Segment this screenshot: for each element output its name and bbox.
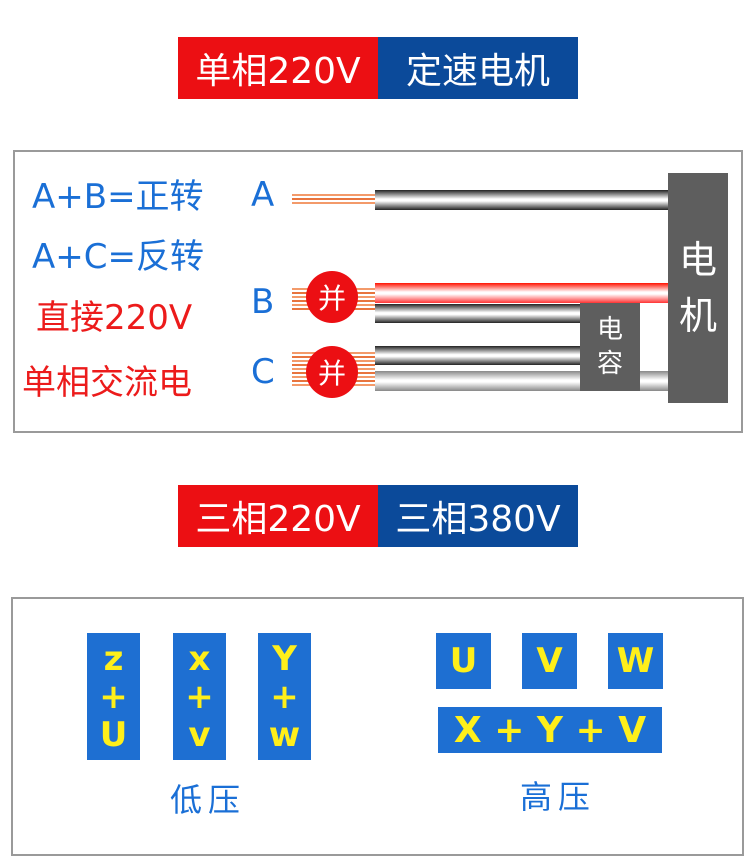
capacitor-char-2: 容	[596, 349, 623, 379]
terminal-label: w	[268, 714, 301, 755]
single-phase-panel	[13, 150, 743, 433]
high-voltage-terminal-w: W	[608, 633, 663, 689]
high-voltage-label: 高压	[520, 778, 597, 816]
plus-sign: +	[185, 676, 214, 717]
motor-box: 电 机	[668, 173, 728, 403]
parallel-mark-b: 并	[306, 271, 358, 323]
single-phase-title: 单相220V	[178, 37, 378, 99]
legend-direct-220v: 直接220V	[36, 298, 193, 338]
terminal-label: v	[188, 714, 211, 755]
legend-single-phase-ac: 单相交流电	[22, 363, 192, 403]
three-phase-220v-title: 三相220V	[178, 485, 378, 547]
legend-forward: A+B=正转	[32, 177, 204, 217]
three-phase-panel	[11, 597, 744, 856]
plus-sign: +	[270, 676, 299, 717]
three-phase-380v-title: 三相380V	[378, 485, 578, 547]
legend-reverse: A+C=反转	[32, 237, 204, 277]
high-voltage-terminal-u: U	[436, 633, 491, 689]
plus-sign: +	[99, 676, 128, 717]
capacitor-box: 电 容	[580, 303, 640, 391]
wire-c-black-cable	[375, 346, 580, 365]
wire-b-black-cable	[375, 304, 580, 323]
terminal-label: Y	[272, 638, 297, 679]
low-voltage-group-2: x + v	[173, 633, 226, 760]
motor-char-1: 电	[678, 238, 717, 282]
wire-b-red-cable	[375, 283, 668, 303]
parallel-mark-c: 并	[306, 346, 358, 398]
wire-a-strands	[292, 194, 375, 206]
terminal-label: U	[99, 714, 128, 755]
fixed-speed-motor-title: 定速电机	[378, 37, 578, 99]
wire-a-cable	[375, 190, 668, 210]
low-voltage-group-3: Y + w	[258, 633, 311, 760]
terminal-b-label: B	[251, 282, 275, 322]
terminal-c-label: C	[251, 352, 275, 392]
low-voltage-group-1: z + U	[87, 633, 140, 760]
terminal-a-label: A	[251, 175, 275, 215]
capacitor-char-1: 电	[596, 315, 623, 345]
terminal-label: x	[188, 638, 211, 679]
high-voltage-terminal-v: V	[522, 633, 577, 689]
motor-char-2: 机	[678, 294, 717, 338]
high-voltage-bridge: X + Y + V	[438, 707, 662, 753]
low-voltage-label: 低压	[170, 781, 247, 819]
terminal-label: z	[103, 638, 124, 679]
